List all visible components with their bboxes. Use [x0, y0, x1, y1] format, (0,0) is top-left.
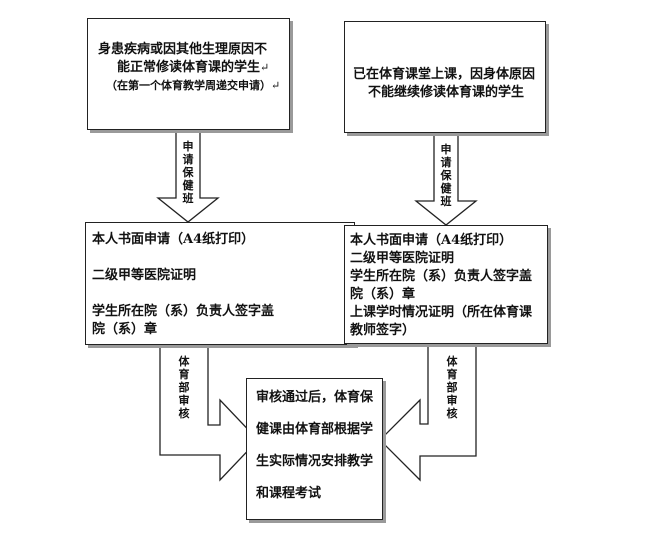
documents-right-line6: 教师签字）	[350, 323, 416, 338]
box-eligibility-illness: 身患疾病或因其他生理原因不 能正常修读体育课的学生↵ （在第一个体育教学周递交申…	[87, 18, 290, 130]
box-documents-right: 本人书面申请（A4纸打印） 二级甲等医院证明 学生所在院（系）负责人签字盖 院（…	[344, 225, 548, 344]
eligibility-illness-line2: 能正常修读体育课的学生	[117, 60, 261, 75]
eligibility-in-class-line1: 已在体育课堂上课，因身体原因	[353, 67, 536, 82]
box-documents-left: 本人书面申请（A4纸打印） 二级甲等医院证明 学生所在院（系）负责人签字盖 院（…	[85, 222, 355, 345]
box-eligibility-in-class: 已在体育课堂上课，因身体原因 不能继续修读体育课的学生	[344, 21, 546, 133]
result-line3: 生实际情况安排教学	[256, 454, 374, 469]
bent-arrow-left	[159, 344, 259, 482]
result-line4: 和课程考试	[256, 486, 322, 501]
documents-right-line4: 院（系）章	[350, 287, 416, 302]
arrow-label-review-left: 体育部审核	[178, 355, 190, 420]
arrow-label-apply-left: 申请保健班	[182, 140, 194, 205]
documents-left-line3: 学生所在院（系）负责人签字盖	[92, 304, 275, 319]
eligibility-in-class-line2: 不能继续修读体育课的学生	[368, 85, 525, 100]
arrow-label-apply-right: 申请保健班	[440, 143, 452, 208]
documents-left-line2: 二级甲等医院证明	[92, 268, 197, 283]
documents-right-line3: 学生所在院（系）负责人签字盖	[350, 269, 533, 284]
result-line2: 健课由体育部根据学	[256, 422, 374, 437]
result-line1: 审核通过后，体育保	[256, 390, 374, 405]
documents-right-line2: 二级甲等医院证明	[350, 251, 455, 266]
bent-arrow-right	[379, 343, 477, 482]
documents-left-line4: 院（系）章	[92, 322, 158, 337]
arrow-label-review-right: 体育部审核	[446, 355, 458, 420]
down-arrow-right	[414, 132, 478, 226]
eligibility-illness-line3: （在第一个体育教学周递交申请）	[106, 79, 271, 92]
eligibility-illness-line1: 身患疾病或因其他生理原因不	[98, 42, 268, 57]
documents-right-line1: 本人书面申请（A4纸打印）	[350, 233, 513, 248]
documents-right-line5: 上课学时情况证明（所在体育课	[350, 305, 533, 320]
documents-left-line1: 本人书面申请（A4纸打印）	[92, 232, 255, 247]
paragraph-mark: ↵	[271, 79, 281, 92]
down-arrow-left	[156, 129, 220, 223]
paragraph-mark: ↵	[260, 61, 270, 74]
box-result: 审核通过后，体育保 健课由体育部根据学 生实际情况安排教学 和课程考试	[246, 378, 383, 520]
